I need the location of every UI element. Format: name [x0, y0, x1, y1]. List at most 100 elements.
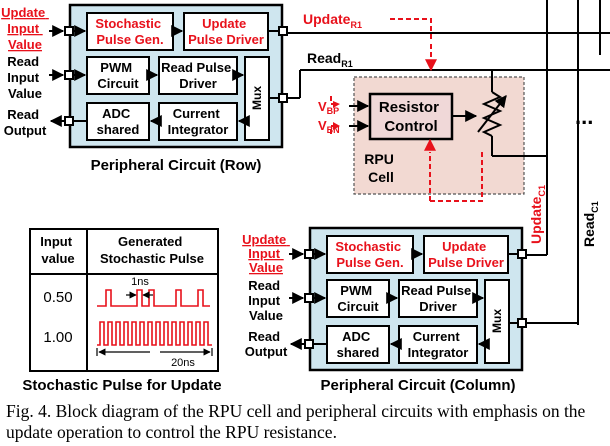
svg-text:Resistor Control: Resistor Control — [379, 99, 443, 135]
table-header-right-l2: Stochastic Pulse — [100, 251, 204, 266]
update-c1-label: UpdateC1 — [528, 185, 547, 244]
table-title: Stochastic Pulse for Update — [22, 377, 221, 394]
column-connections — [521, 240, 579, 324]
row-left-labels: Update Input Value Read Input Value Read… — [1, 5, 49, 138]
row-integrator-l1: Current — [173, 106, 221, 121]
ellipsis: ... — [575, 104, 593, 129]
row-stochastic-box — [86, 12, 174, 51]
row-update-driver-l1: Update — [202, 16, 246, 31]
row-peripheral-block: Stochastic Pulse Gen. Update Pulse Drive… — [49, 3, 288, 174]
svg-text:Read Pulse Driver: Read Pulse Driver — [401, 283, 475, 314]
row-read-input-l3: Value — [8, 86, 42, 101]
row-mux-box — [244, 56, 270, 141]
svg-text:Input value: Input value — [40, 234, 75, 266]
resistor-control-l1: Resistor — [379, 99, 439, 116]
col-title: Peripheral Circuit (Column) — [320, 377, 515, 394]
row-pwm-l1: PWM — [100, 60, 132, 75]
row-stochastic-l2: Pulse Gen. — [96, 32, 163, 47]
col-left-labels: Update Input Value Read Input Value Read… — [242, 232, 290, 359]
figure-caption: Fig. 4. Block diagram of the RPU cell an… — [6, 401, 586, 442]
svg-text:Current Integrator: Current Integrator — [168, 106, 229, 137]
col-read-driver-l1: Read Pulse — [401, 283, 471, 298]
col-stochastic-l2: Pulse Gen. — [336, 255, 403, 270]
col-update-driver-l1: Update — [442, 239, 486, 254]
svg-text:Read Pulse Driver: Read Pulse Driver — [161, 60, 235, 91]
row-read-input-l2: Input — [7, 70, 39, 85]
read-r1-label: ReadR1 — [307, 50, 353, 69]
col-adc-box — [326, 325, 390, 364]
svg-text:Update Input Value: Update Input Value — [1, 5, 49, 52]
row-adc-l1: ADC — [102, 106, 131, 121]
row-update-input-l2: Input — [7, 21, 39, 36]
label-20ns: 20ns — [171, 357, 195, 369]
svg-text:RPU Cell: RPU Cell — [364, 151, 397, 185]
svg-text:Generated Stochastic Pul: Generated Stochastic Pulse — [100, 234, 204, 266]
row-adc-box — [86, 102, 150, 141]
row-update-input-l1: Update — [1, 5, 45, 20]
column-peripheral-block: Stochastic Pulse Gen. Update Pulse Drive… — [289, 226, 527, 394]
col-pwm-l1: PWM — [340, 283, 372, 298]
resistor-control-l2: Control — [384, 118, 437, 135]
col-pwm-l2: Circuit — [337, 299, 379, 314]
table-value-100: 1.00 — [43, 329, 72, 346]
table-value-050: 0.50 — [43, 289, 72, 306]
read-c1-label: ReadC1 — [581, 201, 600, 247]
svg-text:Read Input Value: Read Input Value — [7, 54, 42, 101]
col-update-input-l1: Update — [242, 232, 286, 247]
row-pwm-box — [86, 56, 150, 95]
svg-text:Update Pulse Driver: Update Pulse Driver — [428, 239, 504, 270]
rpu-cell-l2: Cell — [368, 169, 394, 185]
svg-text:Read Output: Read Output — [4, 107, 47, 138]
svg-text:Read Output: Read Output — [245, 329, 288, 359]
svg-text:PWM Circuit: PWM Circuit — [337, 283, 379, 314]
svg-text:Update Pulse Driver: Update Pulse Driver — [188, 16, 264, 47]
col-update-driver-l2: Pulse Driver — [428, 255, 504, 270]
bus-lines — [283, 0, 610, 325]
svg-text:Stochastic Pulse Gen.: Stochastic Pulse Gen. — [335, 239, 404, 270]
row-adc-l2: shared — [97, 122, 140, 137]
col-read-driver-box — [398, 279, 478, 318]
table-header-left-l2: value — [41, 251, 74, 266]
col-update-input-l3: Value — [249, 260, 283, 275]
col-integrator-box — [398, 325, 478, 364]
row-update-driver-l2: Pulse Driver — [188, 32, 264, 47]
col-adc-l1: ADC — [342, 329, 371, 344]
table-header-right-l1: Generated — [118, 234, 182, 249]
resistor-symbol — [477, 70, 547, 157]
pulse-train-050 — [97, 289, 210, 307]
stochastic-pulse-table: Input value Generated Stochastic Pulse 0… — [29, 228, 219, 372]
col-integrator-l2: Integrator — [408, 345, 469, 360]
row-read-driver-l1: Read Pulse — [161, 60, 231, 75]
update-r1-label: UpdateR1 — [303, 11, 362, 30]
row-read-driver-box — [158, 56, 238, 95]
row-read-output-l2: Output — [4, 123, 47, 138]
svg-text:Current Integrator: Current Integrator — [408, 329, 469, 360]
row-update-input-l3: Value — [8, 37, 42, 52]
col-read-driver-l2: Driver — [419, 299, 457, 314]
col-update-driver-box — [423, 235, 509, 274]
col-read-input-l1: Read — [248, 278, 280, 293]
row-read-input-l1: Read — [7, 54, 39, 69]
vbp-label: VBP — [318, 99, 339, 116]
col-integrator-l1: Current — [413, 329, 461, 344]
row-integrator-l2: Integrator — [168, 122, 229, 137]
col-mux-label: Mux — [490, 309, 504, 333]
col-adc-l2: shared — [337, 345, 380, 360]
svg-text:Update Input Value: Update Input Value — [242, 232, 290, 275]
svg-text:ADC shared: ADC shared — [337, 329, 380, 360]
svg-text:ADC shared: ADC shared — [97, 106, 140, 137]
row-title: Peripheral Circuit (Row) — [91, 157, 262, 174]
col-read-input-l2: Input — [248, 293, 280, 308]
row-mux-label: Mux — [250, 86, 264, 110]
resistor-control-box — [368, 92, 454, 141]
svg-text:Read Input Value: Read Input Value — [248, 278, 283, 323]
col-stochastic-l1: Stochastic — [335, 239, 401, 254]
row-read-driver-l2: Driver — [179, 76, 217, 91]
col-read-output-l2: Output — [245, 344, 288, 359]
row-stochastic-l1: Stochastic — [95, 16, 161, 31]
table-header-left-l1: Input — [40, 234, 72, 249]
vbn-label: VBN — [318, 118, 340, 135]
rpu-cell: Resistor Control VBP VBN RPU Cell — [318, 70, 547, 195]
update-dashed-paths — [390, 18, 483, 202]
